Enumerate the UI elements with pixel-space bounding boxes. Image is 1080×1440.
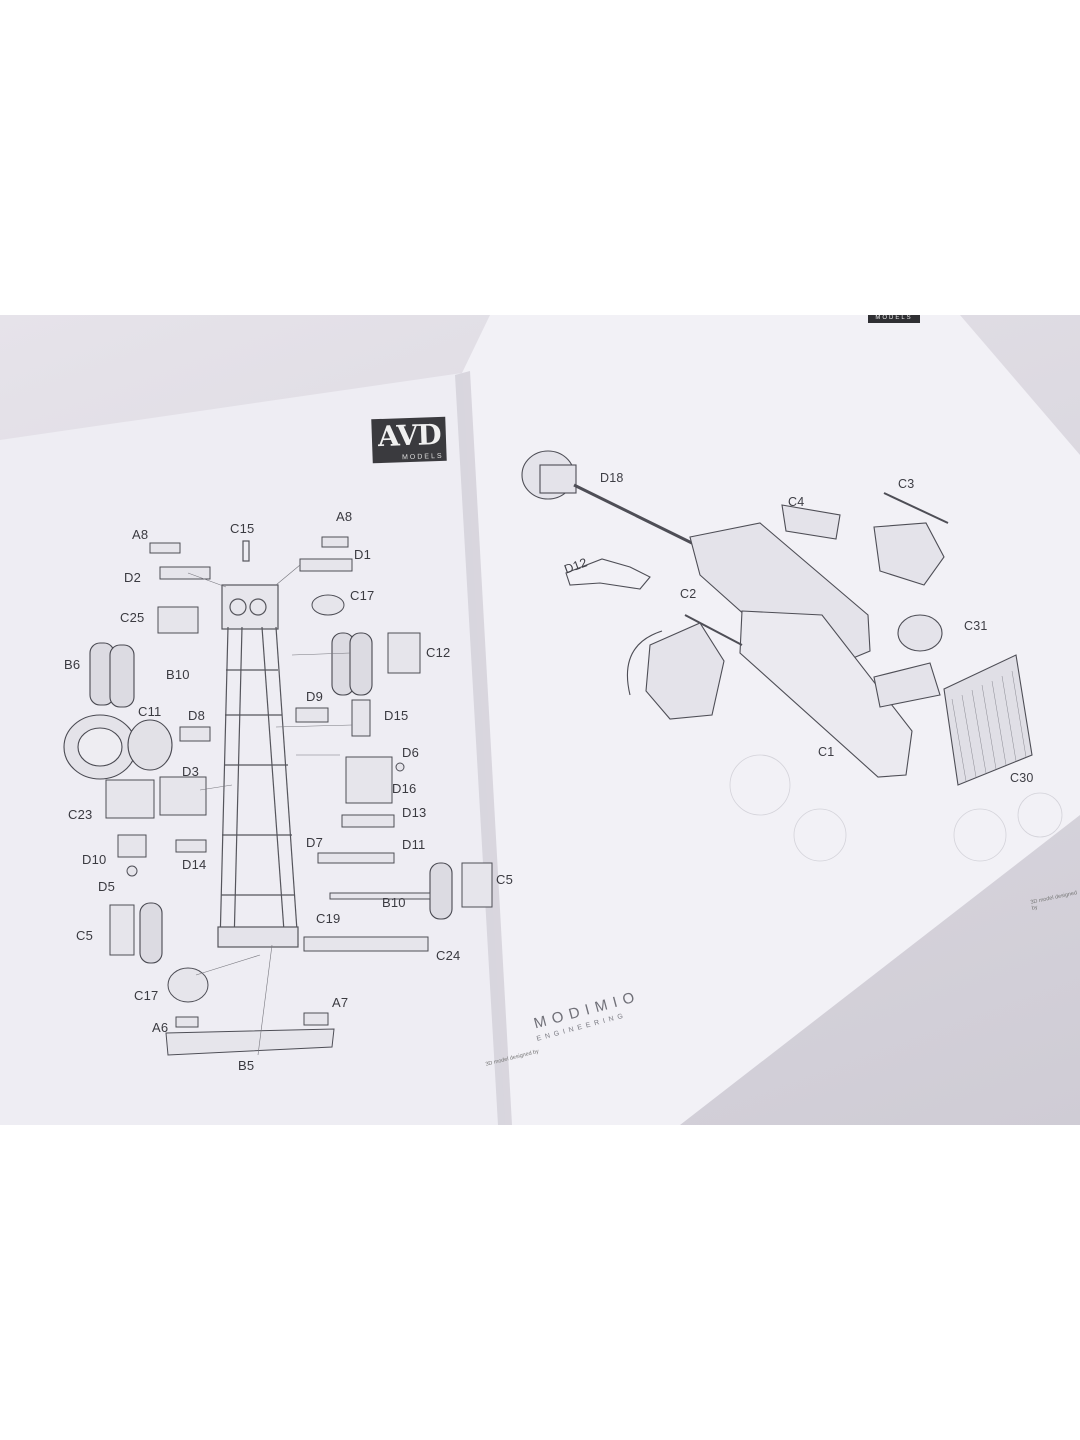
part-label: D8: [188, 708, 206, 723]
part-label: C3: [898, 477, 915, 491]
part-label: D5: [98, 879, 116, 894]
part-label: C11: [138, 704, 162, 719]
tires-group: [63, 632, 453, 964]
part-label: D11: [402, 837, 426, 852]
part-label: A6: [152, 1020, 169, 1035]
part-label: D6: [402, 745, 420, 760]
drivetrain-group: [521, 450, 1033, 786]
part-label: C12: [426, 645, 451, 660]
part-label: C19: [316, 911, 341, 926]
part-label: A7: [332, 995, 349, 1010]
part-label: D7: [306, 835, 324, 850]
logo-sub-text: MODELS: [401, 452, 444, 462]
part-label: D2: [124, 570, 142, 585]
part-label: A8: [336, 509, 353, 524]
show-through-drawings: [729, 754, 1063, 862]
part-label: C5: [496, 872, 514, 887]
part-label: B6: [64, 657, 81, 672]
part-label: C15: [230, 521, 255, 536]
part-label: D10: [82, 852, 107, 867]
part-label: C24: [436, 948, 461, 963]
part-label: D13: [402, 805, 427, 820]
booklet-drawing: [0, 315, 1080, 1125]
part-label: C4: [788, 495, 805, 509]
chassis-frame: [217, 540, 299, 948]
part-label: D1: [354, 547, 372, 562]
part-label: C2: [680, 587, 697, 601]
part-label: B5: [238, 1058, 255, 1073]
part-label: A8: [132, 527, 149, 542]
radiator-fins: [951, 670, 1027, 782]
part-label: C17: [350, 588, 375, 603]
part-label: C31: [964, 619, 988, 633]
small-parts-left: [105, 536, 493, 1056]
corner-logo-tab: MODELS: [868, 315, 920, 323]
part-label: D3: [182, 764, 200, 779]
part-label: C1: [818, 745, 835, 759]
part-label: C25: [120, 610, 145, 625]
booklet-photo: AVD MODELS A8 C15 A8 D2 D1 C25 C17 B6 C1…: [0, 315, 1080, 1125]
part-label: D18: [600, 471, 624, 485]
part-label: D14: [182, 857, 207, 872]
part-label: D9: [306, 689, 324, 704]
part-label: D15: [384, 708, 409, 723]
part-label: D16: [392, 781, 417, 796]
logo-main-text: AVD: [377, 417, 442, 454]
avd-logo: AVD MODELS: [371, 416, 447, 464]
leader-lines-left: [187, 564, 353, 1056]
part-label: C17: [134, 988, 159, 1003]
part-label: B10: [382, 895, 406, 910]
right-page: [462, 315, 1080, 1125]
part-label: C5: [76, 928, 94, 943]
part-label: B10: [166, 667, 190, 682]
spine-shadow: [455, 371, 512, 1125]
part-label: C23: [68, 807, 93, 822]
part-label: C30: [1010, 771, 1034, 785]
